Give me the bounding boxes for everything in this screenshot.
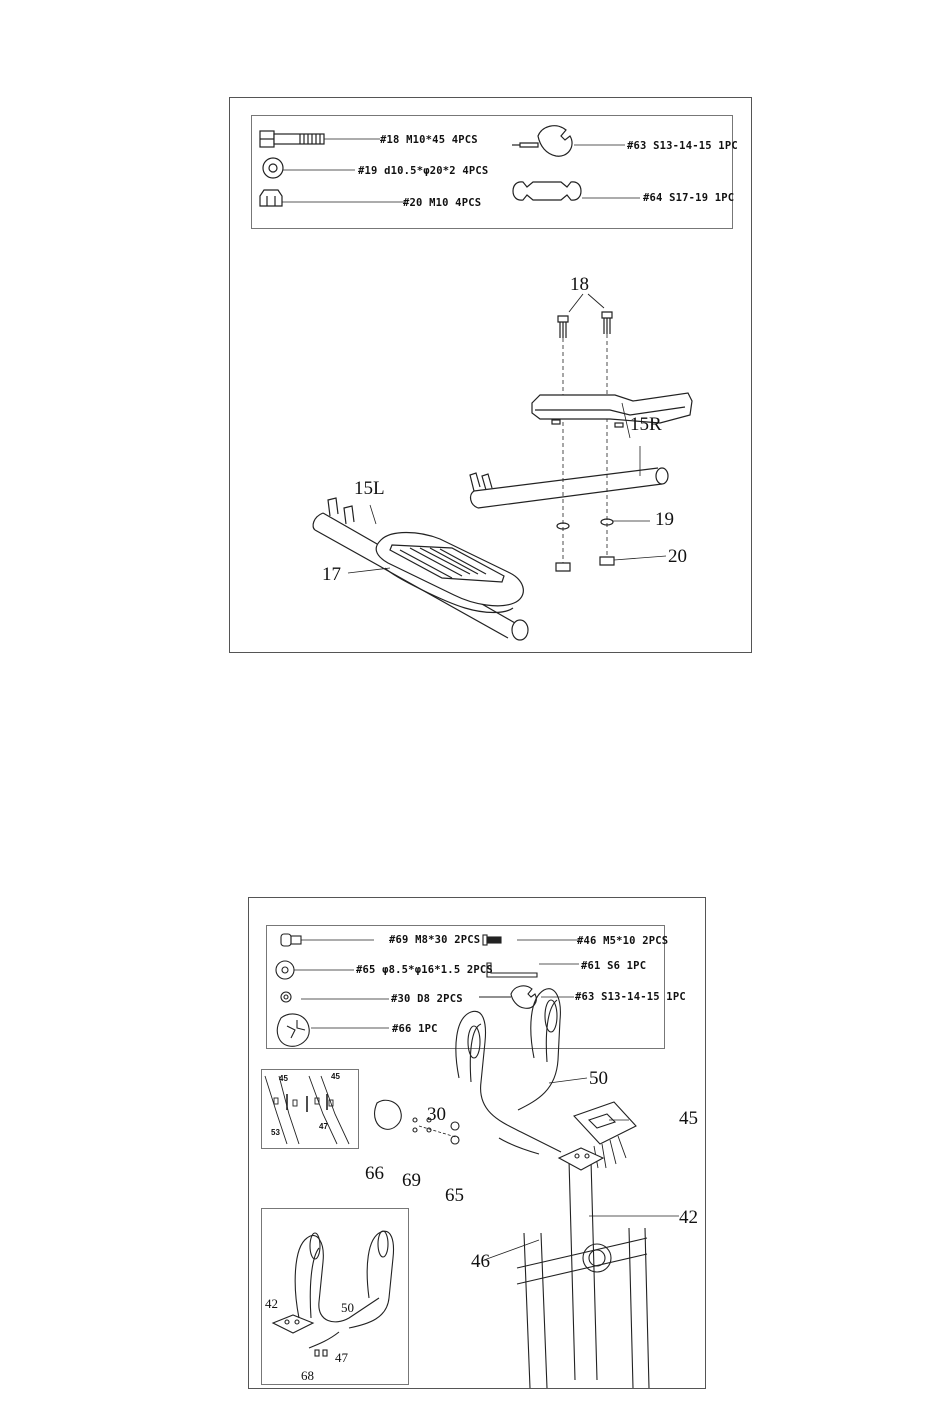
callout-50: 50 <box>589 1068 608 1090</box>
callout-69: 69 <box>402 1170 421 1192</box>
small-parts <box>375 1100 459 1144</box>
callout-46: 46 <box>471 1251 490 1273</box>
hw-46-label: #46 M5*10 2PCS <box>577 935 668 947</box>
wiring-label-45a: 45 <box>279 1074 288 1083</box>
spring-washer-icon <box>281 992 389 1002</box>
hw-64-label: #64 S17-19 1PC <box>643 192 734 204</box>
wiring-label-45b: 45 <box>331 1072 340 1081</box>
pedal-arm-15r <box>470 468 668 508</box>
wiring-label-53: 53 <box>271 1128 280 1137</box>
frame-tubes <box>517 1228 649 1388</box>
handlebar-50 <box>456 989 561 1154</box>
allen-key-icon <box>487 963 579 977</box>
bolt-icon <box>281 934 374 946</box>
callout-18: 18 <box>570 274 589 296</box>
hw-20-label: #20 M10 4PCS <box>403 197 481 209</box>
inset-label-50: 50 <box>341 1300 354 1316</box>
bolt-icon <box>260 131 380 147</box>
callout-15l: 15L <box>354 478 385 500</box>
callout-15r: 15R <box>630 414 662 436</box>
step2-panel: #69 M8*30 2PCS #46 M5*10 2PCS #65 φ8.5*φ… <box>248 897 706 1389</box>
mast-42 <box>559 1148 603 1380</box>
callout-30: 30 <box>427 1104 446 1126</box>
hw-63-label: #63 S13-14-15 1PC <box>627 140 738 152</box>
callout-20: 20 <box>668 546 687 568</box>
callout-65: 65 <box>445 1185 464 1207</box>
hw-65-label: #65 φ8.5*φ16*1.5 2PCS <box>356 964 493 976</box>
hw-19-label: #19 d10.5*φ20*2 4PCS <box>358 165 488 177</box>
callout-19: 19 <box>655 509 674 531</box>
inset-label-47: 47 <box>335 1350 348 1366</box>
bolt-18-right <box>602 312 612 334</box>
handlebar-inset-drawing <box>273 1231 394 1356</box>
bolt-18-left <box>558 316 568 338</box>
wrench-screwdriver-icon <box>512 126 625 156</box>
hw-30-label: #30 D8 2PCS <box>391 993 463 1005</box>
cover-icon <box>277 1014 389 1046</box>
nut-icon <box>260 190 405 206</box>
hw-63-label: #63 S13-14-15 1PC <box>575 991 686 1003</box>
callout-17: 17 <box>322 564 341 586</box>
callout-66: 66 <box>365 1163 384 1185</box>
step1-panel: #18 M10*45 4PCS #19 d10.5*φ20*2 4PCS #20… <box>229 97 752 653</box>
inset-label-42: 42 <box>265 1296 278 1312</box>
pedal-bracket <box>532 393 692 427</box>
wrench-icon <box>513 182 640 200</box>
inset-label-68: 68 <box>301 1368 314 1384</box>
callout-45: 45 <box>679 1108 698 1130</box>
hw-18-label: #18 M10*45 4PCS <box>380 134 478 146</box>
washer-icon <box>276 961 354 979</box>
hw-66-label: #66 1PC <box>392 1023 438 1035</box>
washer-icon <box>263 158 355 178</box>
step1-assembly-drawing <box>230 98 751 652</box>
nuts-20 <box>556 557 614 571</box>
washers-19 <box>557 519 613 529</box>
hw-69-label: #69 M8*30 2PCS <box>389 934 480 946</box>
callout-42: 42 <box>679 1207 698 1229</box>
screw-icon <box>483 935 579 945</box>
pedal-17 <box>376 533 523 613</box>
hw-61-label: #61 S6 1PC <box>581 960 646 972</box>
wiring-label-47: 47 <box>319 1122 328 1131</box>
